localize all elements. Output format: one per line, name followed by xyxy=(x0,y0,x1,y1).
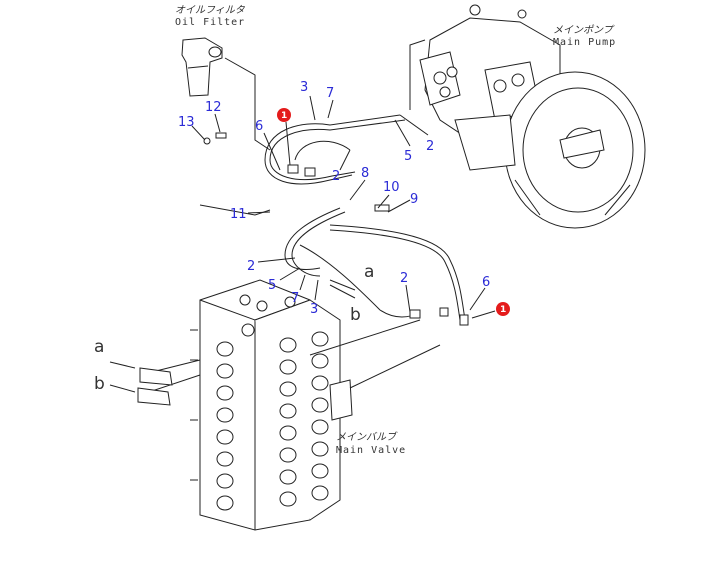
callout-2: 2 xyxy=(426,139,434,154)
valve-spool xyxy=(216,429,234,445)
leader-lines xyxy=(191,95,496,319)
valve-spool xyxy=(216,473,234,489)
valve-spool xyxy=(279,469,297,485)
callout-12: 12 xyxy=(205,100,222,115)
valve-spool xyxy=(216,495,234,511)
callout-7: 7 xyxy=(291,291,299,306)
valve-spool xyxy=(311,331,329,347)
valve-spool xyxy=(216,407,234,423)
callout-8: 8 xyxy=(361,166,369,181)
callout-10: 10 xyxy=(383,180,400,195)
main-valve-label-jp: メインバルブ xyxy=(336,431,398,443)
valve-spool xyxy=(216,451,234,467)
valve-spool xyxy=(216,385,234,401)
valve-spool xyxy=(311,353,329,369)
callout-5: 5 xyxy=(404,149,412,164)
callout-2: 2 xyxy=(400,271,408,286)
port-label-b: b xyxy=(350,305,361,325)
callout-11: 11 xyxy=(230,207,247,222)
hoses xyxy=(109,39,469,406)
main-pump xyxy=(419,4,646,229)
callout-1-highlighted: 1 xyxy=(500,305,506,315)
callout-2: 2 xyxy=(247,259,255,274)
callout-3: 3 xyxy=(300,80,308,95)
valve-spool xyxy=(216,341,234,357)
main-pump-label-jp: メインポンプ xyxy=(553,24,615,36)
callout-9: 9 xyxy=(410,192,418,207)
valve-spool xyxy=(279,491,297,507)
oil-filter xyxy=(181,37,223,97)
valve-spool xyxy=(311,463,329,479)
valve-spool xyxy=(279,447,297,463)
valve-spool xyxy=(279,337,297,353)
highlight-marker-1 xyxy=(277,108,291,122)
callout-7: 7 xyxy=(326,86,334,101)
port-label-a: a xyxy=(364,262,374,282)
oil-filter-label-en: Oil Filter xyxy=(175,17,245,28)
callout-2: 2 xyxy=(332,169,340,184)
callout-3: 3 xyxy=(310,302,318,317)
main-pump-label-en: Main Pump xyxy=(553,37,616,48)
valve-spool xyxy=(279,403,297,419)
valve-spool xyxy=(279,381,297,397)
valve-spool xyxy=(279,359,297,375)
callout-6: 6 xyxy=(482,275,490,290)
callout-13: 13 xyxy=(178,115,195,130)
port-label-a: a xyxy=(94,337,104,357)
port-label-b: b xyxy=(94,374,105,394)
valve-spool xyxy=(216,363,234,379)
valve-spool xyxy=(311,419,329,435)
main-valve-label-en: Main Valve xyxy=(336,445,406,456)
valve-spool xyxy=(311,397,329,413)
callout-5: 5 xyxy=(268,278,276,293)
valve-spool xyxy=(311,485,329,501)
valve-spool xyxy=(311,441,329,457)
highlight-marker-1 xyxy=(496,302,510,316)
callout-1-highlighted: 1 xyxy=(281,111,287,121)
main-valve xyxy=(190,279,353,531)
valve-spool xyxy=(311,375,329,391)
valve-spool xyxy=(279,425,297,441)
callout-6: 6 xyxy=(255,119,263,134)
oil-filter-label-jp: オイルフィルタ xyxy=(175,4,246,16)
